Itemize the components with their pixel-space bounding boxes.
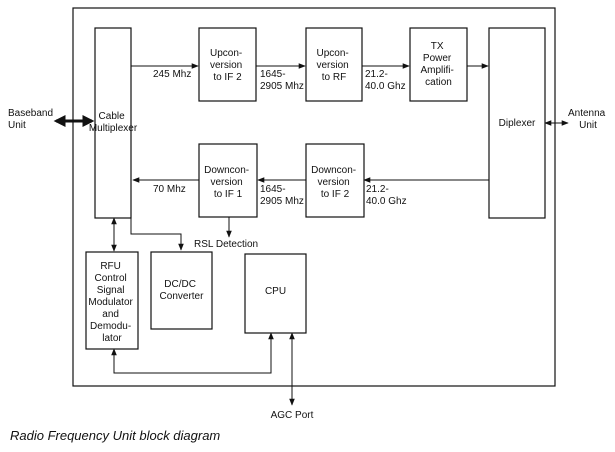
svg-text:Cable Multiplexer: Cable Multiplexer: [89, 111, 138, 134]
svg-text:TX Power Amplifi-: TX Power Amplifi- cation: [420, 41, 456, 88]
downconv-if1-label-3: to IF 1: [214, 189, 243, 200]
block-diplexer: Diplexer: [488, 27, 546, 219]
svg-text:Downcon- version t: Downcon- version to IF 1: [204, 165, 252, 200]
upconv-if2-label-1: Upcon-: [210, 48, 242, 59]
rfu-label-7: lator: [102, 333, 122, 344]
freq-1645-up-label: 1645- 2905 Mhz: [260, 69, 304, 92]
tx-label-3: Amplifi-: [420, 65, 453, 76]
upconv-if2-label-3: to IF 2: [213, 72, 242, 83]
svg-text:RFU Control Signal: RFU Control Signal Modulator and Demodu-…: [88, 261, 135, 344]
rfu-label-2: Control: [94, 273, 126, 284]
block-upconversion-if2: Upcon- version to IF 2: [198, 27, 257, 102]
freq-70-label: 70 Mhz: [153, 184, 186, 195]
antenna-unit-label: Antenna Unit: [568, 108, 608, 131]
block-downconversion-if2: Downcon- version to IF 2: [305, 143, 365, 218]
block-tx-power-amplification: TX Power Amplifi- cation: [409, 27, 468, 102]
rsl-detection-label: RSL Detection: [194, 239, 258, 250]
downconv-if1-label-1: Downcon-: [204, 165, 249, 176]
downconv-if2-label-1: Downcon-: [311, 165, 356, 176]
freq-245-label: 245 Mhz: [153, 69, 191, 80]
tx-label-1: TX: [431, 41, 444, 52]
block-cable-multiplexer: Cable Multiplexer: [89, 27, 138, 219]
tx-label-2: Power: [423, 53, 452, 64]
rfu-label-3: Signal: [97, 285, 125, 296]
cable-mux-label-2: Multiplexer: [89, 123, 138, 134]
upconv-rf-label-1: Upcon-: [316, 48, 348, 59]
cable-mux-label-1: Cable: [99, 111, 126, 122]
upconv-rf-label-3: to RF: [322, 72, 346, 83]
block-rfu-control: RFU Control Signal Modulator and Demodu-…: [85, 251, 139, 350]
freq-1645-down-label: 1645- 2905 Mhz: [260, 184, 304, 207]
baseband-unit-label: Baseband Unit: [8, 108, 56, 131]
block-upconversion-rf: Upcon- version to RF: [305, 27, 363, 102]
arrow-rfu-cpu: [111, 332, 274, 374]
arrow-mux-to-dcdc: [130, 218, 184, 251]
dcdc-label-1: DC/DC: [164, 279, 196, 290]
downconv-if2-label-3: to IF 2: [321, 189, 350, 200]
rfu-label-6: Demodu-: [90, 321, 131, 332]
svg-text:Upcon- version to: Upcon- version to IF 2: [210, 48, 245, 83]
block-cpu: CPU: [244, 253, 307, 334]
svg-text:CPU: CPU: [265, 286, 286, 297]
rfu-label-1: RFU: [100, 261, 121, 272]
block-dcdc-converter: DC/DC Converter: [150, 251, 213, 330]
svg-text:DC/DC Converter: DC/DC Converter: [160, 279, 205, 302]
rfu-block-diagram: Cable Multiplexer Upcon- version to IF 2…: [8, 7, 608, 421]
dcdc-label-2: Converter: [160, 291, 205, 302]
svg-text:Upcon- version to: Upcon- version to RF: [316, 48, 351, 83]
connections: [53, 63, 569, 406]
downconv-if2-label-2: version: [317, 177, 349, 188]
rfu-label-4: Modulator: [88, 297, 133, 308]
freq-212-down-label: 21.2- 40.0 Ghz: [366, 184, 407, 207]
block-downconversion-if1: Downcon- version to IF 1: [198, 143, 258, 218]
cpu-label: CPU: [265, 286, 286, 297]
agc-port-label: AGC Port: [271, 410, 314, 421]
svg-text:Diplexer: Diplexer: [499, 118, 536, 129]
tx-label-4: cation: [425, 77, 452, 88]
diplexer-label: Diplexer: [499, 118, 536, 129]
upconv-rf-label-2: version: [316, 60, 348, 71]
downconv-if1-label-2: version: [210, 177, 242, 188]
figure-caption: Radio Frequency Unit block diagram: [10, 428, 221, 443]
rfu-label-5: and: [102, 309, 119, 320]
svg-text:Downcon- version t: Downcon- version to IF 2: [311, 165, 359, 200]
upconv-if2-label-2: version: [210, 60, 242, 71]
freq-212-up-label: 21.2- 40.0 Ghz: [365, 69, 406, 92]
